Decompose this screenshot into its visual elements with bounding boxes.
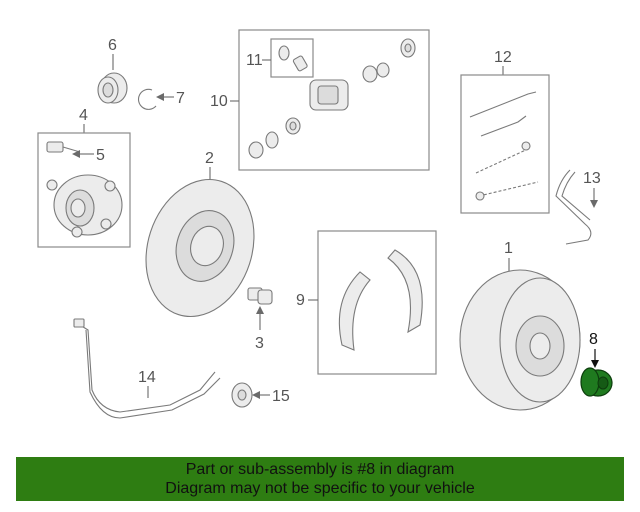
highlight-banner: Part or sub-assembly is #8 in diagram Di… [16, 457, 624, 501]
part-14-cable[interactable] [73, 318, 221, 419]
part-8-hub-nut[interactable] [580, 367, 613, 397]
part-12-hardware-kit[interactable] [469, 91, 539, 201]
part-6-bearing[interactable] [97, 72, 128, 104]
banner-line-1: Part or sub-assembly is #8 in diagram [185, 461, 455, 478]
callout-14: 14 [138, 369, 156, 386]
callout-3: 3 [255, 335, 264, 352]
banner-line-2: Diagram may not be specific to your vehi… [165, 480, 475, 497]
callout-6: 6 [108, 37, 117, 54]
part-4-hub[interactable] [46, 141, 123, 238]
part-7-snap-ring[interactable] [138, 88, 157, 110]
part-1-brake-drum[interactable] [459, 269, 581, 411]
callout-10: 10 [210, 93, 228, 110]
wheel-cylinder-box [238, 29, 430, 171]
bleeder-box [270, 38, 314, 78]
part-9-brake-shoes[interactable] [338, 249, 423, 351]
callout-12: 12 [494, 49, 512, 66]
callout-9: 9 [296, 292, 305, 309]
callout-15: 15 [272, 388, 290, 405]
parts-diagram: 6 7 4 5 11 10 [37, 29, 613, 419]
callout-1: 1 [504, 240, 513, 257]
callout-11: 11 [246, 52, 263, 69]
part-13-clip[interactable] [555, 169, 592, 245]
hub-group-box [37, 132, 131, 248]
callout-5: 5 [96, 147, 105, 164]
part-15-grommet[interactable] [231, 382, 253, 408]
callout-13: 13 [583, 170, 601, 187]
hardware-kit-box [460, 74, 550, 214]
brake-shoes-box [317, 230, 437, 375]
callout-8: 8 [589, 331, 598, 348]
part-3-bolt[interactable] [247, 287, 273, 305]
callout-7: 7 [176, 90, 185, 107]
part-2-backing-plate[interactable] [129, 165, 271, 330]
part-10-wheel-cylinder[interactable] [248, 38, 416, 159]
callout-4: 4 [79, 107, 88, 124]
callout-2: 2 [205, 150, 214, 167]
